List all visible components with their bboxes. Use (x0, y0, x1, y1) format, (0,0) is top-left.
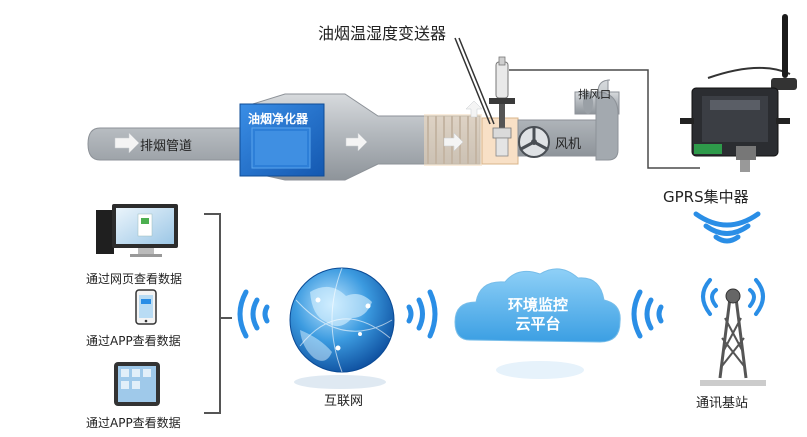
cloud-left-wifi-icon (406, 289, 438, 339)
temperature-humidity-transmitter (489, 56, 515, 157)
signal-cable (509, 69, 700, 169)
desktop-computer-icon (96, 204, 178, 257)
gprs-label: GPRS集中器 (663, 188, 749, 206)
outlet-label: 排风口 (578, 88, 611, 101)
tower-icon (700, 278, 766, 386)
oil-fume-purifier (239, 103, 325, 177)
fan-icon (518, 126, 550, 158)
smartphone-icon (135, 289, 157, 325)
flow-arrows (114, 100, 483, 154)
device-label-app-phone: 通过APP查看数据 (86, 334, 181, 348)
globe-icon (289, 267, 395, 389)
cloud-label-line2: 云平台 (515, 315, 561, 333)
globe-left-wifi-icon (237, 289, 270, 339)
page-title: 油烟温湿度变送器 (318, 24, 447, 43)
gprs-wifi-icon (693, 211, 761, 244)
device-bracket (204, 213, 232, 414)
device-label-app-tablet: 通过APP查看数据 (86, 416, 181, 430)
duct-label: 排烟管道 (140, 139, 193, 154)
gprs-concentrator (680, 14, 797, 172)
fan-label: 风机 (555, 137, 582, 152)
cloud-icon (454, 268, 621, 379)
device-label-web: 通过网页查看数据 (86, 272, 183, 286)
tower-side-wifi-icon (631, 289, 664, 339)
purifier-label: 油烟净化器 (248, 112, 309, 126)
cloud-label-line1: 环境监控 (507, 296, 568, 314)
title-leader-line (454, 37, 491, 125)
internet-label: 互联网 (324, 394, 364, 409)
tablet-icon (114, 362, 160, 406)
tower-label: 通讯基站 (696, 396, 749, 411)
cloud-label: 环境监控 云平台 (476, 296, 600, 334)
